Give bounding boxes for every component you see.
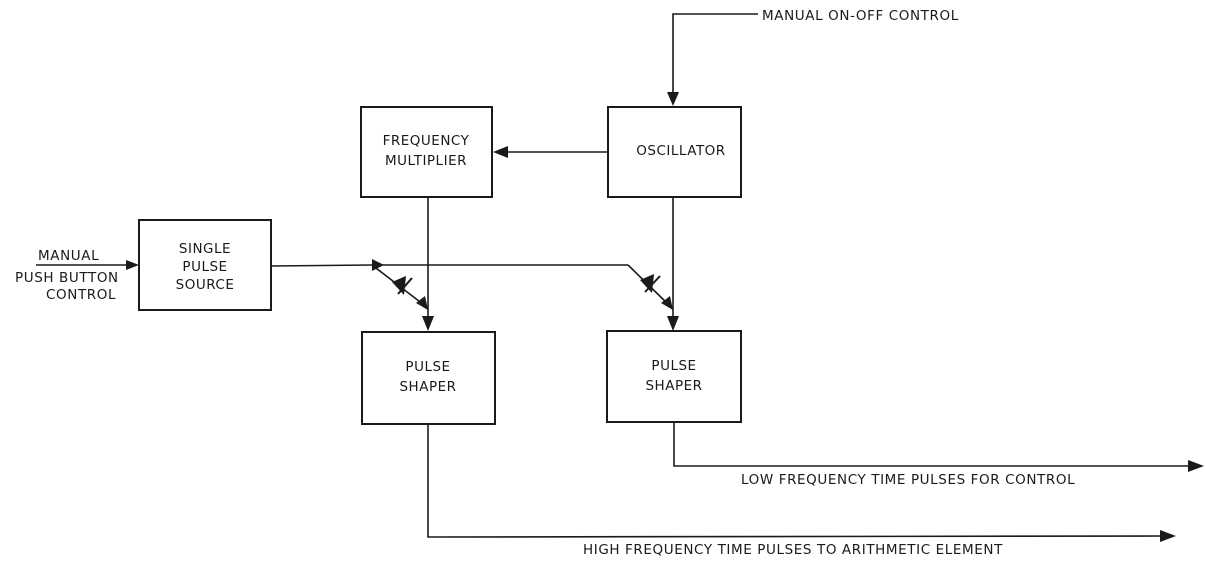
manual-on-off-arrowhead <box>667 92 679 106</box>
single-pulse-source-label-line2: PULSE <box>182 259 227 275</box>
push-button-label: PUSH BUTTON <box>15 270 119 286</box>
manual-on-off-control-label: MANUAL ON-OFF CONTROL <box>762 8 959 24</box>
pulse-shaper-right-label-line2: SHAPER <box>645 378 702 394</box>
high-frequency-output-wire <box>427 424 1161 538</box>
low-frequency-output-label: LOW FREQUENCY TIME PULSES FOR CONTROL <box>741 472 1075 488</box>
low-frequency-output-arrowhead <box>1188 460 1204 472</box>
manual-on-off-wire <box>672 13 758 100</box>
single-pulse-source-block: SINGLE PULSE SOURCE <box>138 219 272 311</box>
pulse-shaper-right-block: PULSE SHAPER <box>606 330 742 423</box>
right-diode <box>640 274 661 293</box>
low-frequency-output-wire <box>673 422 1190 467</box>
high-frequency-output-label: HIGH FREQUENCY TIME PULSES TO ARITHMETIC… <box>583 542 1003 558</box>
osc-to-multiplier-arrowhead <box>493 146 508 158</box>
multiplier-to-shaper-arrowhead <box>422 316 434 331</box>
pulse-shaper-left-label-line2: SHAPER <box>399 379 456 395</box>
manual-label: MANUAL <box>38 248 99 264</box>
pulse-shaper-left-block: PULSE SHAPER <box>361 331 496 425</box>
oscillator-label: OSCILLATOR <box>636 143 725 159</box>
single-pulse-source-label-line3: SOURCE <box>176 277 235 293</box>
right-diode-arrowhead <box>661 296 673 310</box>
control-label: CONTROL <box>46 287 116 303</box>
left-diode <box>392 276 413 295</box>
frequency-multiplier-label-line2: MULTIPLIER <box>385 153 467 169</box>
frequency-multiplier-label-line1: FREQUENCY <box>383 133 470 149</box>
osc-to-shaper-arrowhead <box>667 316 679 331</box>
high-frequency-output-arrowhead <box>1160 530 1176 542</box>
single-pulse-source-label-line1: SINGLE <box>179 241 231 257</box>
oscillator-block: OSCILLATOR <box>607 106 742 198</box>
pulse-shaper-left-label-line1: PULSE <box>405 359 450 375</box>
manual-input-arrowhead <box>126 260 139 270</box>
single-pulse-output-wire <box>270 264 628 267</box>
pulse-shaper-right-label-line1: PULSE <box>651 358 696 374</box>
left-diode-arrowhead <box>416 296 428 310</box>
frequency-multiplier-block: FREQUENCY MULTIPLIER <box>360 106 493 198</box>
